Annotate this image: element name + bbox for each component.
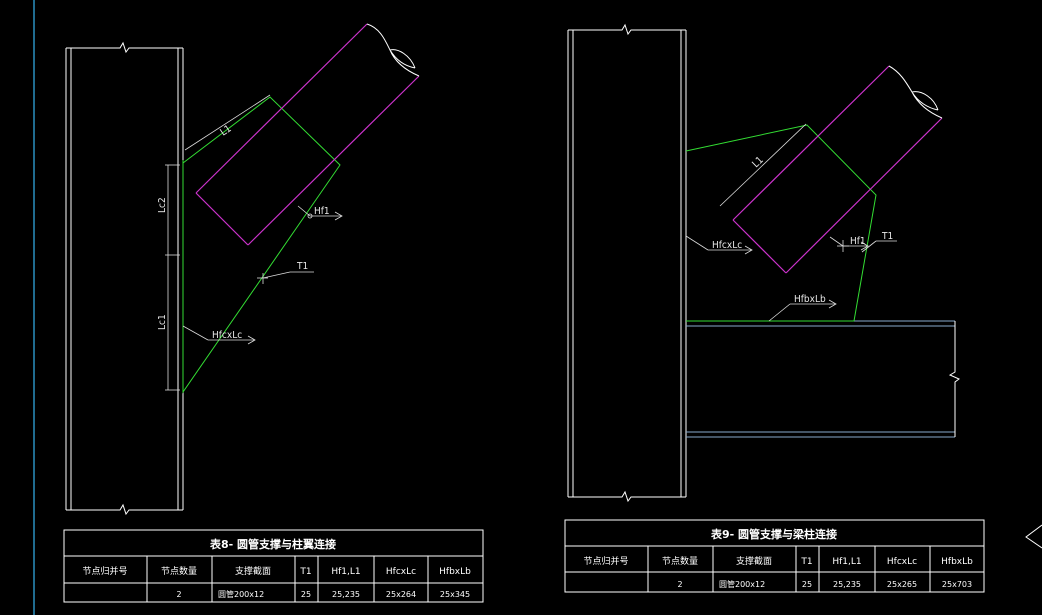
detail-1-column-brace: Lc2 Lc1 L1 Hf1 T1 HfcxLc [65, 23, 420, 516]
dim-lc2-1: Lc2 [157, 197, 168, 213]
table-8-c1: 2 [176, 590, 181, 599]
table-8-h5: HfcxLc [386, 567, 416, 577]
brace-tube-1 [195, 23, 420, 246]
tube-break-1 [366, 23, 420, 77]
column-1 [65, 41, 184, 516]
dim-l1-1: L1 [219, 123, 234, 138]
dim-l1-2: L1 [750, 155, 765, 170]
table-8-h4: Hf1,L1 [331, 567, 360, 577]
table-8-c2: 圆管200x12 [218, 589, 264, 599]
table-9-h2: 支撑截面 [736, 555, 772, 567]
brace-tube-2 [732, 65, 943, 274]
table-9-title: 表9- 圆管支撑与梁柱连接 [710, 527, 837, 541]
weld-hf1-label-2: Hf1 [850, 236, 866, 247]
table-9-h5: HfcxLc [887, 557, 917, 567]
table-9-c2: 圆管200x12 [719, 579, 765, 589]
table-9-c5: 25x265 [887, 580, 917, 589]
gusset-plate-2 [685, 124, 877, 322]
table-8-h2: 支撑截面 [235, 565, 271, 577]
detail-2-beam-column-brace: L1 HfcxLc Hf1 T1 HfbxLb [567, 23, 960, 503]
weld-hf1-label-1: Hf1 [314, 206, 330, 217]
table-8-c6: 25x345 [440, 590, 470, 599]
dimensions-2 [719, 123, 807, 207]
weld-t1-label-1: T1 [296, 261, 308, 272]
weld-hfcxlc-label-1: HfcxLc [212, 330, 242, 341]
weld-hfbxlb-2 [768, 299, 837, 322]
table-9-c6: 25x703 [942, 580, 972, 589]
table-8-h3: T1 [299, 567, 311, 577]
table-8-c5: 25x264 [386, 590, 416, 599]
table-8-c4: 25,235 [332, 590, 360, 599]
table-9: 表9- 圆管支撑与梁柱连接 节点归并号 节点数量 支撑截面 T1 Hf1,L1 … [564, 519, 985, 593]
table-8-h0: 节点归并号 [82, 565, 127, 577]
table-8-h6: HfbxLb [439, 567, 471, 577]
weld-t1-1 [257, 271, 314, 284]
dimensions-1 [165, 94, 271, 391]
column-2 [567, 23, 687, 503]
weld-hf1-2 [829, 236, 869, 252]
weld-hfcxlc-2 [685, 235, 753, 255]
table-9-h4: Hf1,L1 [832, 557, 861, 567]
table-9-h0: 节点归并号 [583, 555, 628, 567]
weld-hfcxlc-label-2: HfcxLc [712, 240, 742, 251]
gusset-plate-1 [182, 96, 341, 394]
tube-break-2 [888, 65, 943, 119]
table-8: 表8- 圆管支撑与柱翼连接 节点归并号 节点数量 支撑截面 T1 Hf1,L1 … [63, 529, 484, 603]
weld-t1-2 [861, 240, 897, 253]
table-8-c3: 25 [301, 590, 311, 599]
weld-hfcxlc-1 [182, 325, 256, 345]
table-9-h6: HfbxLb [941, 557, 973, 567]
table-8-title: 表8- 圆管支撑与柱翼连接 [209, 537, 336, 551]
table-9-c3: 25 [802, 580, 812, 589]
weld-t1-label-2: T1 [881, 231, 893, 242]
table-8-h1: 节点数量 [161, 565, 197, 577]
table-9-c4: 25,235 [833, 580, 861, 589]
partial-shape-right [1025, 524, 1042, 549]
weld-hfbxlb-label-2: HfbxLb [794, 294, 826, 305]
table-9-h1: 节点数量 [662, 555, 698, 567]
weld-hf1-1 [297, 205, 343, 221]
table-9-c1: 2 [677, 580, 682, 589]
dim-lc1-1: Lc1 [157, 314, 168, 330]
beam-2 [686, 320, 960, 438]
table-9-h3: T1 [800, 557, 812, 567]
